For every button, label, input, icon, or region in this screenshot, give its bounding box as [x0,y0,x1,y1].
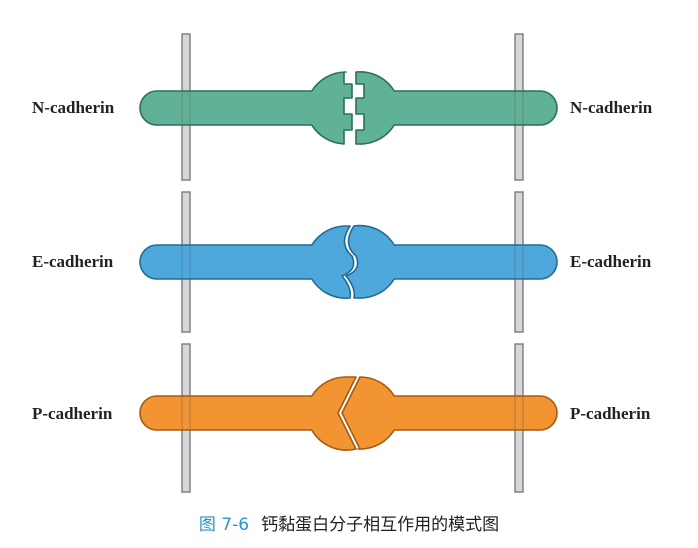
row-2-right-label: E-cadherin [570,252,651,272]
row-3-left-cadherin [140,377,356,450]
figure-caption: 图 7-6 钙黏蛋白分子相互作用的模式图 [0,510,698,535]
row-2-left-cadherin [140,226,354,298]
row-1-left-cadherin [140,72,352,144]
row-1-right-label: N-cadherin [570,98,652,118]
row-3-right-label: P-cadherin [570,404,650,424]
row-2-right-cadherin [346,226,557,298]
caption-text: 钙黏蛋白分子相互作用的模式图 [261,515,499,535]
row-3-left-label: P-cadherin [32,404,112,424]
row-3-right-cadherin [342,377,557,449]
row-2-left-label: E-cadherin [32,252,113,272]
figure-number: 图 7-6 [199,515,249,535]
row-1-left-label: N-cadherin [32,98,114,118]
cadherin-diagram [0,0,698,500]
row-1-right-cadherin [356,72,557,144]
